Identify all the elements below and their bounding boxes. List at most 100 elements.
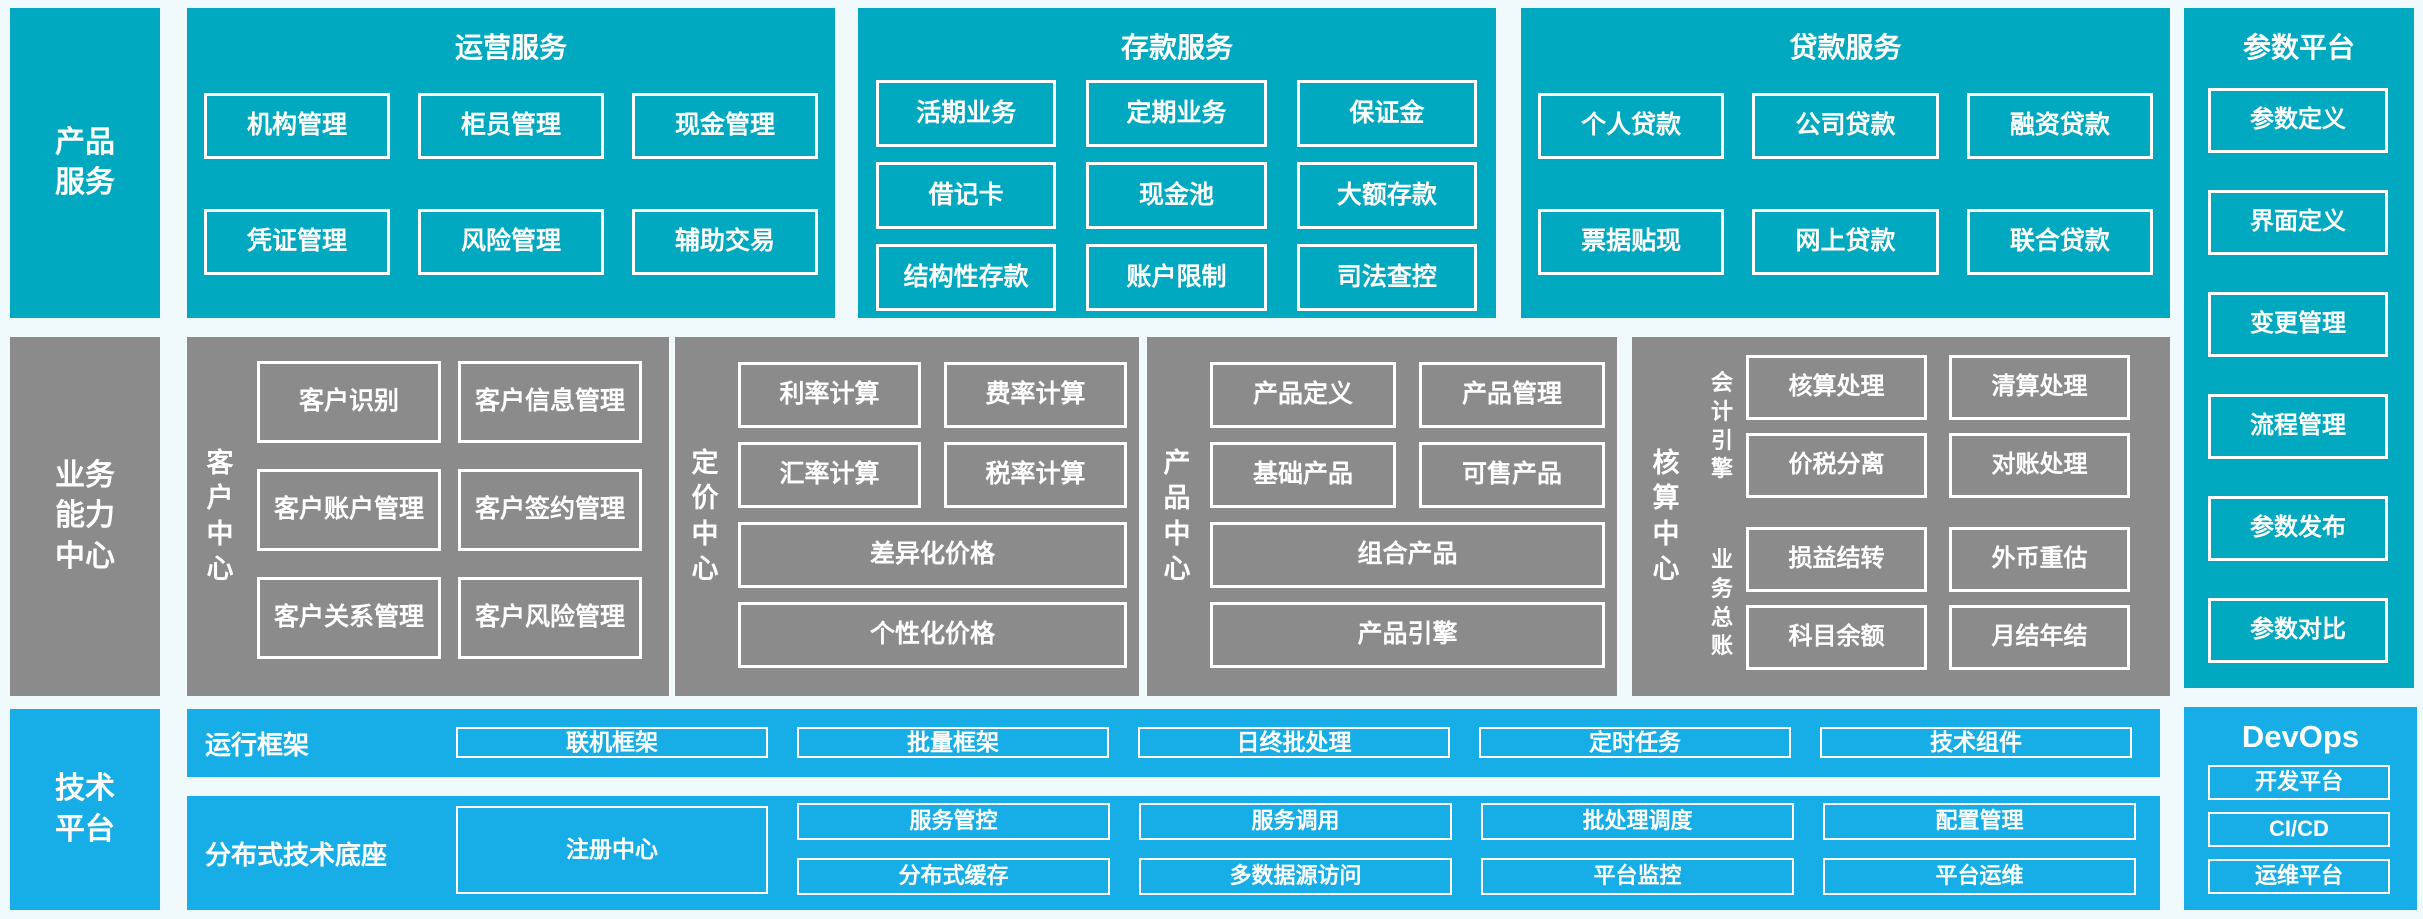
diagram-box: 现金管理 <box>632 93 818 159</box>
diagram-box: 客户签约管理 <box>458 469 642 551</box>
diagram-box: 清算处理 <box>1949 355 2130 420</box>
panel-customer-center: 客户中心 客户识别 客户信息管理 客户账户管理 客户签约管理 客户关系管理 客户… <box>187 337 669 696</box>
section-title: 贷款服务 <box>1789 32 1902 63</box>
diagram-box: 客户风险管理 <box>458 577 642 659</box>
diagram-box: 定期业务 <box>1086 80 1267 147</box>
panel-runtime-framework: 运行框架 联机框架 批量框架 日终批处理 定时任务 技术组件 <box>187 709 2160 777</box>
bar-label: 运行框架 <box>205 729 310 760</box>
diagram-box: 价税分离 <box>1746 433 1927 498</box>
diagram-box: 借记卡 <box>876 162 1057 229</box>
rail-tech-platform: 技术平台 <box>10 709 160 910</box>
rail-label: 业务能力中心 <box>55 458 115 573</box>
rail-label: 产品服务 <box>55 125 115 200</box>
diagram-box: 凭证管理 <box>204 209 390 275</box>
center-label: 客户中心 <box>206 448 234 584</box>
rail-label: 技术平台 <box>55 772 115 846</box>
panel-product-center: 产品中心 产品定义 产品管理 基础产品 可售产品 组合产品 产品引擎 <box>1147 337 1617 696</box>
diagram-box: 司法查控 <box>1296 244 1477 311</box>
diagram-box: 联合贷款 <box>1966 209 2153 275</box>
section-title: 参数平台 <box>2242 32 2355 63</box>
diagram-box: 账户限制 <box>1086 244 1267 311</box>
diagram-box: 平台监控 <box>1481 858 1794 895</box>
diagram-box: 批处理调度 <box>1481 803 1794 840</box>
panel-operations-service: 运营服务 机构管理 柜员管理 现金管理 凭证管理 风险管理 辅助交易 <box>187 8 835 318</box>
operations-grid: 机构管理 柜员管理 现金管理 凭证管理 风险管理 辅助交易 <box>204 93 818 275</box>
diagram-box: 科目余额 <box>1746 605 1927 670</box>
rail-business-capability: 业务能力中心 <box>10 337 160 696</box>
diagram-box: 现金池 <box>1086 162 1267 229</box>
center-label: 核算中心 <box>1652 448 1680 584</box>
group-label: 业务总账 <box>1710 547 1733 659</box>
panel-parameter-platform: 参数平台 参数定义 界面定义 变更管理 流程管理 参数发布 参数对比 <box>2184 8 2414 688</box>
diagram-box: 损益结转 <box>1746 527 1927 592</box>
diagram-box: 票据贴现 <box>1538 209 1725 275</box>
section-title: 运营服务 <box>454 32 567 63</box>
devops-stack: 开发平台 CI/CD 运维平台 <box>2208 765 2390 894</box>
diagram-box: 个性化价格 <box>738 602 1127 668</box>
diagram-box: 产品引擎 <box>1210 602 1605 668</box>
diagram-box: 批量框架 <box>797 727 1109 758</box>
diagram-box: 参数对比 <box>2208 598 2388 663</box>
business-ledger-group: 业务总账 损益结转 外币重估 科目余额 月结年结 <box>1698 527 2130 680</box>
diagram-box: 费率计算 <box>944 362 1127 428</box>
diagram-box: 定时任务 <box>1479 727 1791 758</box>
diagram-box: 柜员管理 <box>418 93 604 159</box>
diagram-box: 对账处理 <box>1949 433 2130 498</box>
diagram-box: 保证金 <box>1296 80 1477 147</box>
accounting-engine-group: 会计引擎 核算处理 清算处理 价税分离 对账处理 <box>1698 355 2130 498</box>
diagram-box: 服务调用 <box>1139 803 1452 840</box>
diagram-box: 参数发布 <box>2208 496 2388 561</box>
diagram-box: 流程管理 <box>2208 394 2388 459</box>
panel-deposit-service: 存款服务 活期业务 定期业务 保证金 借记卡 现金池 大额存款 结构性存款 账户… <box>858 8 1496 318</box>
group-label: 会计引擎 <box>1710 370 1733 482</box>
diagram-box: 个人贷款 <box>1538 93 1725 159</box>
section-title: 存款服务 <box>1120 32 1233 63</box>
loan-grid: 个人贷款 公司贷款 融资贷款 票据贴现 网上贷款 联合贷款 <box>1538 93 2153 275</box>
panel-accounting-center: 核算中心 会计引擎 核算处理 清算处理 价税分离 对账处理 业务总账 损益结转 … <box>1632 337 2170 696</box>
diagram-box: 外币重估 <box>1949 527 2130 592</box>
diagram-box: 月结年结 <box>1949 605 2130 670</box>
parameter-stack: 参数定义 界面定义 变更管理 流程管理 参数发布 参数对比 <box>2208 88 2388 663</box>
diagram-box: 风险管理 <box>418 209 604 275</box>
diagram-box: 辅助交易 <box>632 209 818 275</box>
diagram-box: 大额存款 <box>1296 162 1477 229</box>
section-title: DevOps <box>2241 719 2360 754</box>
diagram-box: 可售产品 <box>1419 442 1605 508</box>
center-label: 产品中心 <box>1163 448 1191 584</box>
diagram-box: 机构管理 <box>204 93 390 159</box>
center-label: 定价中心 <box>691 448 719 584</box>
diagram-box: 分布式缓存 <box>797 858 1110 895</box>
panel-devops: DevOps 开发平台 CI/CD 运维平台 <box>2184 707 2417 910</box>
diagram-box: 平台运维 <box>1823 858 2136 895</box>
diagram-box: CI/CD <box>2208 812 2390 847</box>
diagram-box: 活期业务 <box>876 80 1057 147</box>
bar-label: 分布式技术底座 <box>205 839 388 870</box>
diagram-box: 利率计算 <box>738 362 921 428</box>
panel-loan-service: 贷款服务 个人贷款 公司贷款 融资贷款 票据贴现 网上贷款 联合贷款 <box>1521 8 2170 318</box>
diagram-box: 配置管理 <box>1823 803 2136 840</box>
diagram-box: 结构性存款 <box>876 244 1057 311</box>
diagram-box: 融资贷款 <box>1966 93 2153 159</box>
diagram-box: 客户识别 <box>257 361 441 443</box>
runtime-boxes: 联机框架 批量框架 日终批处理 定时任务 技术组件 <box>456 727 2132 758</box>
diagram-box: 汇率计算 <box>738 442 921 508</box>
diagram-box: 客户账户管理 <box>257 469 441 551</box>
diagram-box: 网上贷款 <box>1752 209 1939 275</box>
diagram-box: 服务管控 <box>797 803 1110 840</box>
panel-pricing-center: 定价中心 利率计算 费率计算 汇率计算 税率计算 差异化价格 个性化价格 <box>675 337 1139 696</box>
diagram-box: 技术组件 <box>1820 727 2132 758</box>
diagram-box: 公司贷款 <box>1752 93 1939 159</box>
diagram-box: 注册中心 <box>456 806 768 894</box>
accounting-engine-grid: 核算处理 清算处理 价税分离 对账处理 <box>1746 355 2130 498</box>
diagram-box: 基础产品 <box>1210 442 1396 508</box>
diagram-box: 联机框架 <box>456 727 768 758</box>
diagram-box: 客户关系管理 <box>257 577 441 659</box>
diagram-box: 客户信息管理 <box>458 361 642 443</box>
customer-grid: 客户识别 客户信息管理 客户账户管理 客户签约管理 客户关系管理 客户风险管理 <box>257 361 642 659</box>
deposit-grid: 活期业务 定期业务 保证金 借记卡 现金池 大额存款 结构性存款 账户限制 司法… <box>876 80 1477 311</box>
diagram-box: 界面定义 <box>2208 190 2388 255</box>
diagram-box: 变更管理 <box>2208 292 2388 357</box>
diagram-box: 开发平台 <box>2208 765 2390 800</box>
diagram-box: 税率计算 <box>944 442 1127 508</box>
